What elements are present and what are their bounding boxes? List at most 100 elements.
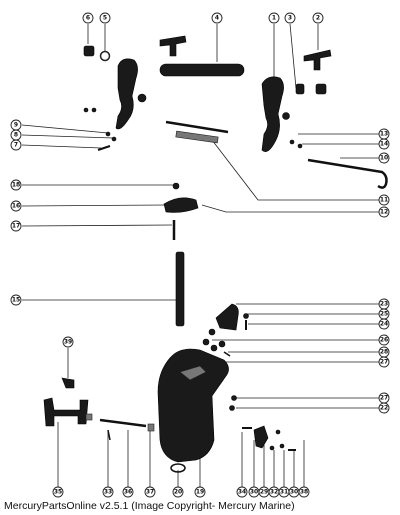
washer-small <box>231 395 237 401</box>
callout-35: 35 <box>52 486 64 498</box>
svg-text:23: 23 <box>380 301 388 308</box>
callout-32: 32 <box>268 486 280 498</box>
callout-11: 11 <box>378 194 390 206</box>
tilt-tube-part <box>159 63 245 77</box>
nut-small <box>275 429 281 435</box>
callout-27-lower: 27 <box>378 392 390 404</box>
svg-text:20: 20 <box>174 489 182 496</box>
svg-text:7: 7 <box>14 142 18 149</box>
cap-part <box>315 83 327 95</box>
pin-part <box>137 93 147 103</box>
callout-34: 34 <box>236 486 248 498</box>
o-ring-part <box>170 463 186 473</box>
nut-part <box>210 344 218 352</box>
nut-part <box>218 340 226 348</box>
callout-39: 39 <box>62 336 74 348</box>
nut-small <box>297 143 303 149</box>
svg-text:3: 3 <box>288 15 292 22</box>
leader-lines <box>21 23 384 490</box>
nut-small <box>229 405 235 411</box>
svg-text:4: 4 <box>215 15 219 22</box>
svg-text:33: 33 <box>104 489 112 496</box>
svg-text:22: 22 <box>380 405 388 412</box>
svg-text:12: 12 <box>380 209 388 216</box>
callout-7: 7 <box>10 139 22 151</box>
svg-text:15: 15 <box>12 297 20 304</box>
callout-26: 26 <box>378 334 390 346</box>
callout-25: 25 <box>378 308 390 320</box>
tilt-pin-part <box>307 158 388 189</box>
lever-part <box>253 425 269 449</box>
callout-18: 18 <box>10 179 22 191</box>
svg-text:27: 27 <box>380 395 388 402</box>
svg-text:34: 34 <box>238 489 246 496</box>
nut-part <box>202 338 210 346</box>
svg-text:28: 28 <box>380 349 388 356</box>
svg-text:9: 9 <box>14 122 18 129</box>
washer-small <box>105 131 111 137</box>
parts <box>43 35 388 473</box>
svg-text:19: 19 <box>196 489 204 496</box>
callout-16: 16 <box>10 200 22 212</box>
washer-part <box>99 50 111 62</box>
bushing-part <box>83 45 95 57</box>
rod-part <box>165 120 229 134</box>
washer-small <box>269 445 275 451</box>
svg-text:8: 8 <box>14 132 18 139</box>
svg-text:35: 35 <box>54 489 62 496</box>
plate-part <box>163 197 199 213</box>
callout-5: 5 <box>99 12 111 24</box>
callout-2: 2 <box>312 12 324 24</box>
washer-small <box>83 107 89 113</box>
callout-13: 13 <box>378 128 390 140</box>
callout-3: 3 <box>284 12 296 24</box>
svg-text:5: 5 <box>103 15 107 22</box>
left-clamp-bracket <box>115 58 138 130</box>
svg-text:16: 16 <box>12 203 20 210</box>
callout-27: 27 <box>378 356 390 368</box>
shaft-part <box>99 418 147 428</box>
svg-text:1: 1 <box>272 15 276 22</box>
callout-4: 4 <box>211 12 223 24</box>
svg-text:18: 18 <box>12 182 20 189</box>
callout-23: 23 <box>378 298 390 310</box>
swivel-bracket-body <box>157 348 229 463</box>
callout-19: 19 <box>194 486 206 498</box>
svg-text:37: 37 <box>146 489 154 496</box>
callout-1: 1 <box>268 12 280 24</box>
svg-text:38: 38 <box>300 489 308 496</box>
washer-small <box>279 443 285 449</box>
bracket-part <box>215 303 239 331</box>
callout-8: 8 <box>10 129 22 141</box>
callout-17: 17 <box>10 220 22 232</box>
callout-38: 38 <box>298 486 310 498</box>
callout-36: 36 <box>122 486 134 498</box>
bracket-highlight <box>179 365 207 381</box>
callout-28: 28 <box>378 346 390 358</box>
callout-14: 14 <box>378 138 390 150</box>
nut-part <box>295 83 305 95</box>
svg-text:30: 30 <box>250 489 258 496</box>
callouts: 6 5 4 1 3 2 9 8 7 13 14 10 18 16 17 11 1… <box>10 12 390 498</box>
callout-15: 15 <box>10 294 22 306</box>
pin-part <box>282 112 290 120</box>
svg-text:10: 10 <box>380 155 388 162</box>
svg-text:32: 32 <box>270 489 278 496</box>
svg-text:6: 6 <box>86 15 90 22</box>
spacer-tube-part <box>175 130 219 144</box>
screw-handle-part <box>303 49 332 71</box>
nut-small <box>111 136 117 142</box>
callout-10: 10 <box>378 152 390 164</box>
right-clamp-bracket <box>261 76 284 152</box>
svg-text:39: 39 <box>64 339 72 346</box>
callout-24: 24 <box>378 318 390 330</box>
svg-text:13: 13 <box>380 131 388 138</box>
pin-part <box>223 351 231 357</box>
washer-small <box>91 107 97 113</box>
svg-text:27: 27 <box>380 359 388 366</box>
svg-text:24: 24 <box>380 321 388 328</box>
svg-text:30: 30 <box>290 489 298 496</box>
image-caption: MercuryPartsOnline v2.5.1 (Image Copyrig… <box>4 500 295 512</box>
svg-text:17: 17 <box>12 223 20 230</box>
svg-text:26: 26 <box>380 337 388 344</box>
